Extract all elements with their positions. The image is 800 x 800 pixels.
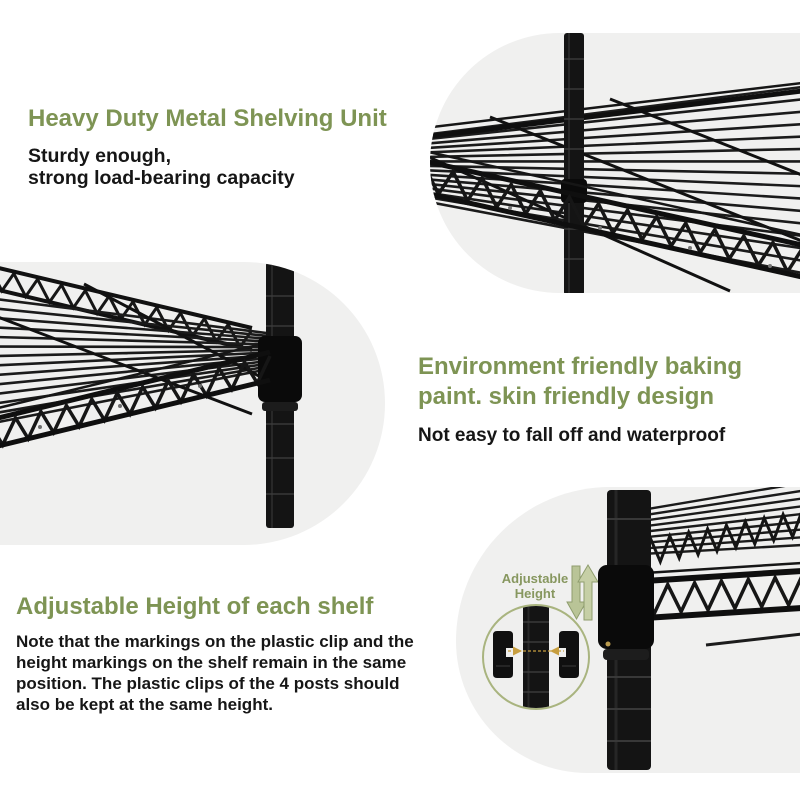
up-arrow-icon (577, 564, 598, 621)
back-rim (430, 81, 800, 139)
section-durability: Heavy Duty Metal Shelving Unit Sturdy en… (28, 104, 448, 189)
inset-pole (523, 606, 549, 708)
alignment-arrow-right (550, 646, 559, 656)
pole-collar (598, 565, 654, 649)
alignment-arrow-left (513, 646, 522, 656)
shelf-corner-illustration (430, 33, 800, 293)
shelf-pole (258, 262, 302, 528)
pole-shelf-illustration (598, 487, 800, 770)
section-adjustable: Adjustable Height of each shelf Note tha… (16, 592, 422, 715)
photo-shelf-corner (430, 33, 800, 293)
down-arrow-icon (566, 565, 587, 621)
durability-subtext: Sturdy enough, strong load-bearing capac… (28, 145, 448, 189)
adjustable-height-label: Adjustable Height (501, 571, 569, 601)
photo-shelf-edge (0, 262, 385, 545)
plastic-clip-right (559, 631, 579, 678)
photo-adjustable-detail: Adjustable Height (456, 487, 800, 773)
section-paint: Environment friendly baking paint. skin … (418, 352, 800, 447)
durability-heading: Heavy Duty Metal Shelving Unit (28, 105, 387, 132)
front-truss (0, 349, 272, 449)
clip-detail-illustration (493, 606, 579, 708)
adjustable-heading: Adjustable Height of each shelf (16, 593, 374, 620)
up-down-arrows-icon (566, 564, 598, 621)
shelf-edge-illustration (0, 262, 302, 528)
clip-detail-inset (482, 604, 590, 710)
paint-heading: Environment friendly baking paint. skin … (418, 353, 743, 410)
wire-deck (430, 85, 800, 293)
durability-subtext-line2: strong load-bearing capacity (28, 167, 295, 189)
wire-deck (623, 487, 800, 570)
collar-marker-dot (605, 641, 611, 647)
paint-subtext: Not easy to fall off and waterproof (418, 425, 726, 446)
shelf-pole (561, 33, 587, 293)
durability-subtext-line1: Sturdy enough, (28, 145, 171, 167)
shelf-pole (598, 490, 654, 770)
front-truss (430, 151, 800, 280)
plastic-clip-left (493, 631, 513, 678)
adjustable-note: Note that the markings on the plastic cl… (16, 632, 414, 714)
